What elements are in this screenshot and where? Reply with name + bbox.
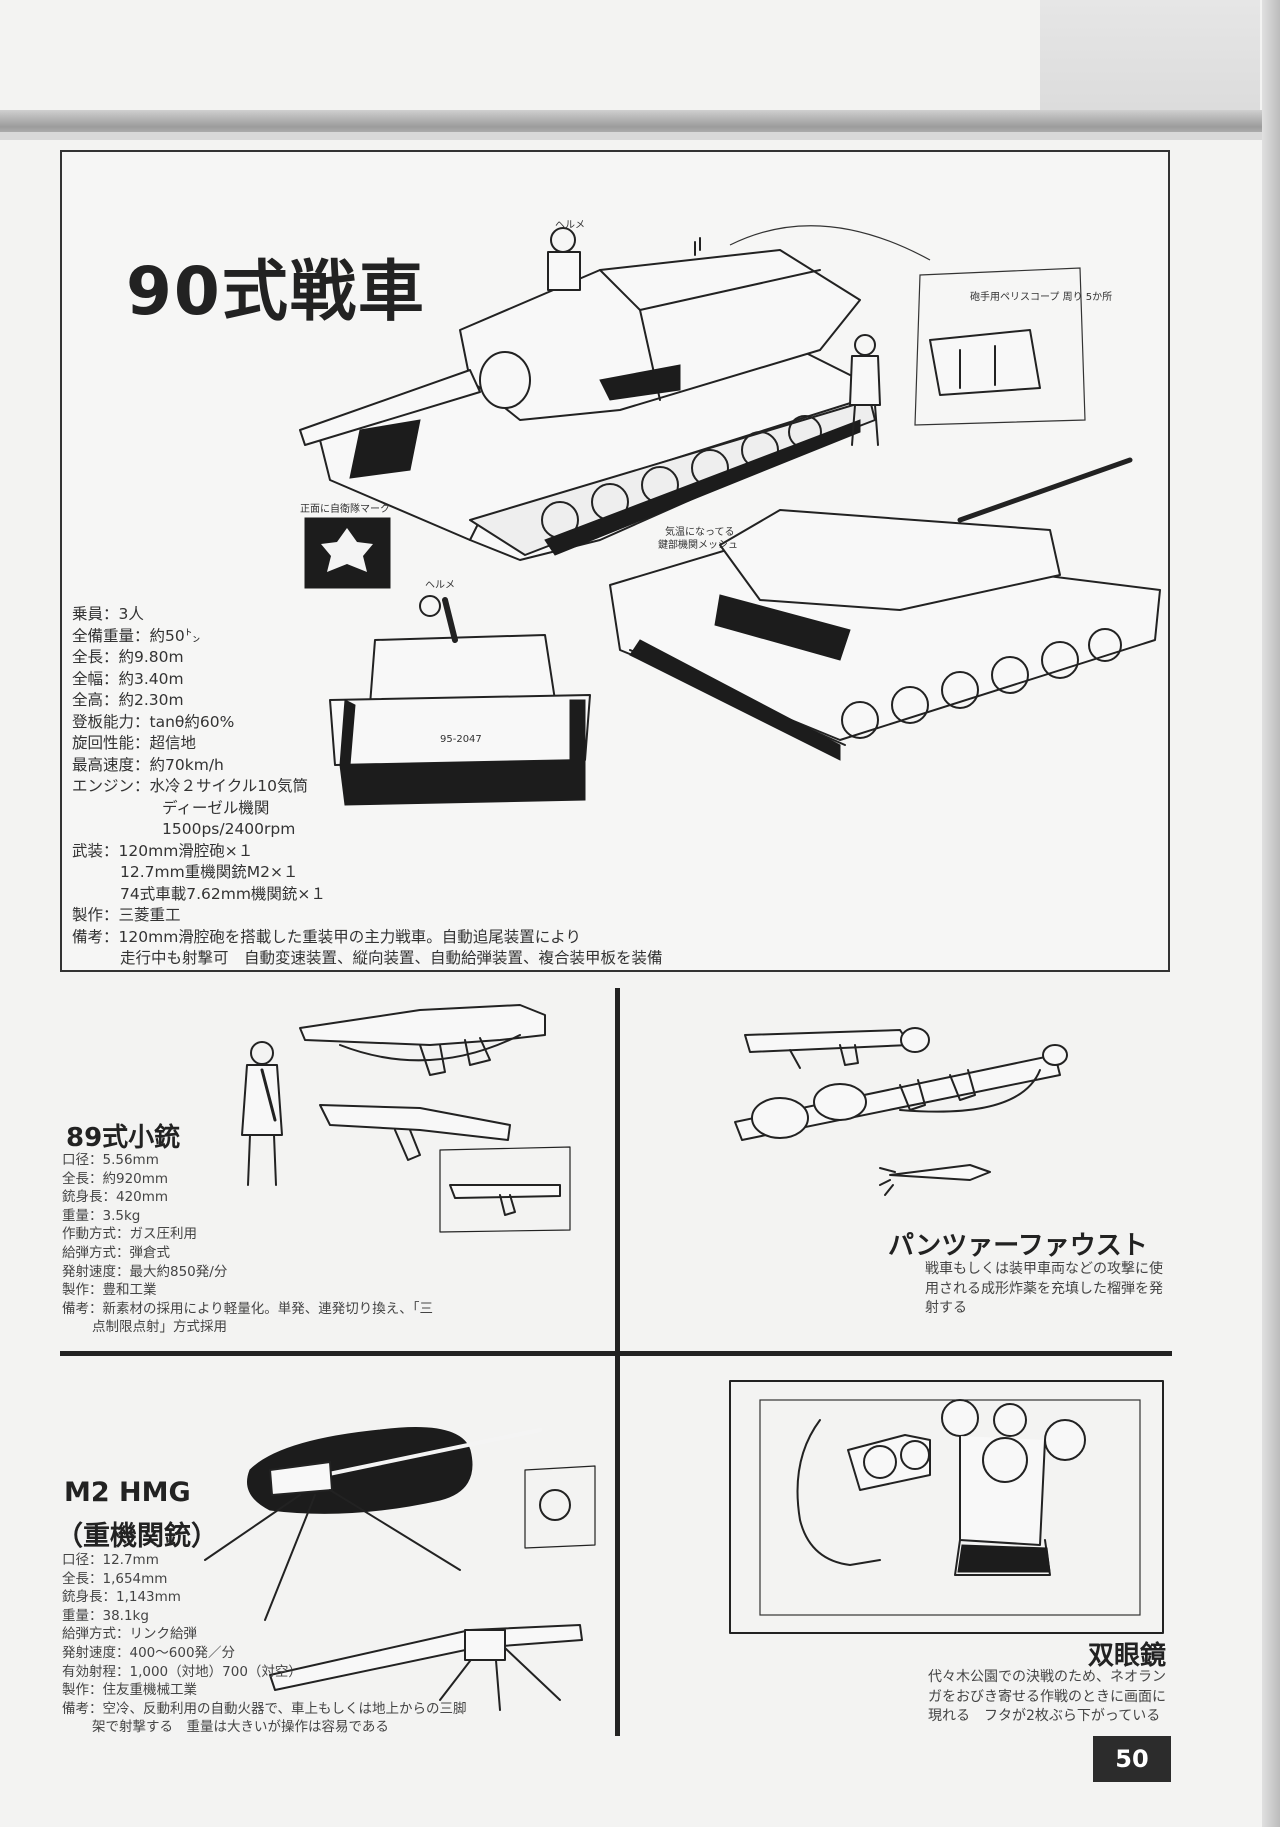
rear-note-2: 鍵部機関メッシュ <box>658 538 738 551</box>
spec-remarks-cont: 走行中も射撃可 自動変速装置、縦向装置、自動給弾装置、複合装甲板を装備 <box>120 949 663 967</box>
page-binding-edge <box>0 132 1280 140</box>
spec-line: 発射速度：400〜600発／分 <box>62 1644 236 1661</box>
spec-row: 製作：三菱重工 <box>72 906 181 924</box>
helmet-note: ヘルメ <box>555 220 585 231</box>
spec-line: 口径：12.7mm <box>62 1552 159 1568</box>
spec-line-cont: 架で射撃する 重量は大きいが操作は容易である <box>92 1719 389 1736</box>
emblem-note: 正面に自衛隊マーク <box>300 502 390 515</box>
spec-row: 全幅：約3.40m <box>72 669 184 688</box>
page-right-edge <box>1262 0 1280 1827</box>
m2-spec-list: 口径：12.7mm 全長：1,654mm 銃身長：1,143mm 重量：38.1… <box>62 1551 466 1737</box>
type90-title: 90式戦車 <box>126 253 426 330</box>
spec-engine-cont: ディーゼル機関 <box>162 798 270 817</box>
spec-line: 銃身長：420mm <box>62 1189 169 1206</box>
spec-line: 発射速度：最大約850発/分 <box>62 1263 228 1280</box>
helmet-note-2: ヘルメ <box>425 580 455 591</box>
type89-title: 89式小銃 <box>66 1123 181 1153</box>
spec-row: 乗員：3人 <box>72 605 144 623</box>
spec-row: 武装：120mm滑腔砲×１ <box>72 841 254 860</box>
spec-line: 有効射程：1,000（対地）700（対空） <box>62 1663 302 1680</box>
spec-line: 銃身長：1,143mm <box>62 1589 181 1606</box>
spec-armament-cont: 74式車載7.62mm機関銃×１ <box>120 884 326 903</box>
desc-line: 用される成形炸薬を充填した榴弾を発 <box>925 1280 1163 1297</box>
page-number: 50 <box>1093 1736 1171 1782</box>
spec-row: 旋回性能：超信地 <box>72 734 197 752</box>
panzerfaust-title: パンツァーファウスト <box>888 1231 1148 1261</box>
horizontal-divider <box>60 1351 1172 1356</box>
spec-row: 最高速度：約70km/h <box>72 755 224 774</box>
m2-title-line-1: M2 HMG <box>64 1477 191 1508</box>
spec-line: 作動方式：ガス圧利用 <box>62 1226 197 1243</box>
spec-line: 製作：豊和工業 <box>62 1282 157 1299</box>
desc-line: 代々木公園での決戦のため、ネオラン <box>928 1669 1166 1685</box>
type90-spec-list: 乗員：3人 全備重量：約50㌧ 全長：約9.80m 全幅：約3.40m 全高：約… <box>72 604 732 970</box>
spec-row: 全高：約2.30m <box>72 691 184 709</box>
type89-spec-list: 口径：5.56mm 全長：約920mm 銃身長：420mm 重量：3.5kg 作… <box>62 1151 433 1337</box>
spec-line: 給弾方式：弾倉式 <box>62 1244 170 1261</box>
periscope-note: 砲手用ペリスコープ 周り 5か所 <box>970 290 1112 303</box>
spec-row: 登板能力：tanθ約60% <box>72 712 235 731</box>
spec-line: 口径：5.56mm <box>62 1152 159 1168</box>
spec-row: 全備重量：約50㌧ <box>72 626 201 645</box>
vertical-divider <box>615 988 620 1736</box>
facing-page-edge <box>1040 0 1260 110</box>
spec-engine-cont: 1500ps/2400rpm <box>162 820 296 838</box>
spec-line: 給弾方式：リンク給弾 <box>62 1626 197 1643</box>
spec-line: 全長：約920mm <box>62 1170 169 1187</box>
spec-line: 備考：空冷、反動利用の自動火器で、車上もしくは地上からの三脚 <box>62 1700 467 1717</box>
desc-line: 射する <box>925 1300 967 1316</box>
spec-line-cont: 点制限点射」方式採用 <box>92 1319 227 1336</box>
spec-row: エンジン：水冷２サイクル10気筒 <box>72 777 308 795</box>
panzerfaust-description: 戦車もしくは装甲車両などの攻撃に使 用される成形炸薬を充填した榴弾を発 射する <box>925 1260 1163 1319</box>
spec-armament-cont: 12.7mm重機関銃M2×１ <box>120 863 299 881</box>
desc-line: 現れる フタが2枚ぶら下がっている <box>928 1708 1161 1724</box>
desc-line: 戦車もしくは装甲車両などの攻撃に使 <box>925 1261 1163 1277</box>
spec-line: 重量：3.5kg <box>62 1207 141 1224</box>
binoculars-title: 双眼鏡 <box>1088 1641 1167 1671</box>
spec-line: 製作：住友重機械工業 <box>62 1682 197 1699</box>
spec-row: 備考：120mm滑腔砲を搭載した重装甲の主力戦車。自動追尾装置により <box>72 927 581 946</box>
rear-note-1: 気温になってる <box>665 525 735 538</box>
binoculars-description: 代々木公園での決戦のため、ネオラン ガをおびき寄せる作戦のときに画面に 現れる … <box>928 1668 1166 1727</box>
spec-line: 備考：新素材の採用により軽量化。単発、連発切り換え、「三 <box>62 1300 433 1317</box>
spec-row: 全長：約9.80m <box>72 648 184 666</box>
plate-number: 95-2047 <box>440 734 482 745</box>
m2-title-line-2: （重機関銃） <box>56 1521 218 1552</box>
desc-line: ガをおびき寄せる作戦のときに画面に <box>928 1688 1166 1705</box>
spec-line: 重量：38.1kg <box>62 1607 149 1624</box>
spec-line: 全長：1,654mm <box>62 1570 168 1587</box>
